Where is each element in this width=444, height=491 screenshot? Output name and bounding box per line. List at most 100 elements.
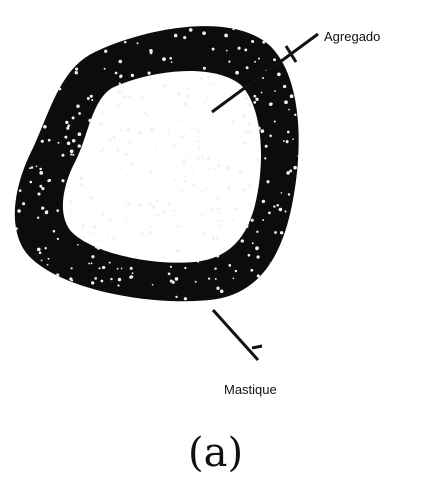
speckle-dot — [67, 142, 71, 146]
speckle-dot — [286, 140, 288, 142]
speckle-dot — [119, 76, 122, 79]
speckle-dot — [285, 12, 289, 16]
speckle-dot — [6, 237, 8, 239]
speckle-dot — [241, 239, 244, 242]
speckle-dot — [201, 156, 204, 159]
speckle-dot — [244, 141, 247, 144]
speckle-dot — [41, 260, 43, 262]
speckle-dot — [191, 219, 193, 221]
speckle-dot — [175, 277, 179, 281]
speckle-dot — [183, 102, 187, 106]
speckle-dot — [80, 307, 83, 310]
speckle-dot — [147, 228, 149, 230]
speckle-dot — [123, 96, 126, 99]
speckle-dot — [260, 14, 263, 17]
speckle-dot — [58, 142, 60, 144]
speckle-dot — [177, 92, 181, 96]
speckle-dot — [117, 149, 120, 152]
speckle-dot — [250, 197, 252, 199]
speckle-dot — [230, 14, 234, 18]
speckle-dot — [247, 223, 249, 225]
speckle-dot — [151, 306, 153, 308]
speckle-dot — [72, 139, 76, 143]
speckle-dot — [187, 87, 190, 90]
speckle-dot — [45, 40, 47, 42]
speckle-dot — [131, 162, 134, 165]
speckle-dot — [17, 246, 19, 248]
speckle-dot — [246, 131, 249, 134]
speckle-dot — [143, 18, 147, 22]
speckle-dot — [250, 269, 253, 272]
speckle-dot — [39, 168, 42, 171]
speckle-dot — [192, 169, 194, 171]
speckle-dot — [91, 262, 93, 264]
speckle-dot — [290, 250, 292, 252]
speckle-dot — [119, 83, 121, 85]
speckle-dot — [199, 196, 201, 198]
speckle-dot — [20, 70, 22, 72]
speckle-dot — [289, 238, 292, 241]
speckle-dot — [244, 48, 247, 51]
speckle-dot — [39, 171, 43, 175]
speckle-dot — [150, 226, 153, 229]
speckle-dot — [202, 190, 204, 192]
speckle-dot — [62, 293, 64, 295]
speckle-dot — [37, 217, 39, 219]
speckle-dot — [143, 111, 147, 115]
speckle-dot — [246, 66, 249, 69]
speckle-dot — [197, 261, 199, 263]
speckle-dot — [117, 268, 119, 270]
speckle-dot — [202, 115, 204, 117]
speckle-dot — [119, 138, 121, 140]
speckle-dot — [78, 132, 82, 136]
speckle-dot — [73, 55, 75, 57]
speckle-dot — [213, 91, 215, 93]
speckle-dot — [21, 16, 24, 19]
speckle-dot — [41, 140, 44, 143]
speckle-dot — [168, 272, 171, 275]
matrix-leader-line — [213, 310, 258, 360]
speckle-dot — [75, 67, 78, 70]
speckle-dot — [104, 68, 106, 70]
speckle-dot — [99, 123, 102, 126]
speckle-dot — [125, 173, 127, 175]
speckle-dot — [301, 183, 305, 187]
speckle-dot — [258, 139, 260, 141]
speckle-dot — [45, 247, 47, 249]
speckle-dot — [180, 120, 182, 122]
speckle-dot — [256, 140, 258, 142]
speckle-dot — [300, 88, 303, 91]
speckle-dot — [119, 124, 121, 126]
speckle-dot — [81, 228, 83, 230]
speckle-dot — [203, 67, 206, 70]
speckle-dot — [130, 267, 133, 270]
speckle-dot — [217, 164, 220, 167]
speckle-dot — [60, 18, 64, 22]
speckle-dot — [240, 14, 242, 16]
speckle-dot — [102, 214, 104, 216]
speckle-dot — [276, 278, 279, 281]
speckle-dot — [125, 153, 128, 156]
speckle-dot — [71, 279, 73, 281]
speckle-dot — [245, 225, 248, 228]
speckle-dot — [293, 166, 297, 170]
speckle-dot — [129, 141, 132, 144]
speckle-dot — [262, 41, 265, 44]
speckle-dot — [290, 94, 294, 98]
speckle-dot — [273, 11, 276, 14]
speckle-dot — [279, 208, 282, 211]
speckle-dot — [196, 188, 199, 191]
speckle-dot — [305, 277, 308, 280]
speckle-dot — [183, 36, 186, 39]
speckle-dot — [171, 61, 173, 63]
speckle-dot — [210, 209, 213, 212]
speckle-dot — [126, 219, 128, 221]
speckle-dot — [282, 261, 286, 265]
speckle-dot — [234, 155, 236, 157]
speckle-dot — [226, 50, 228, 52]
speckle-dot — [217, 220, 219, 222]
speckle-dot — [131, 74, 134, 77]
speckle-dot — [22, 76, 26, 80]
speckle-dot — [150, 128, 154, 132]
